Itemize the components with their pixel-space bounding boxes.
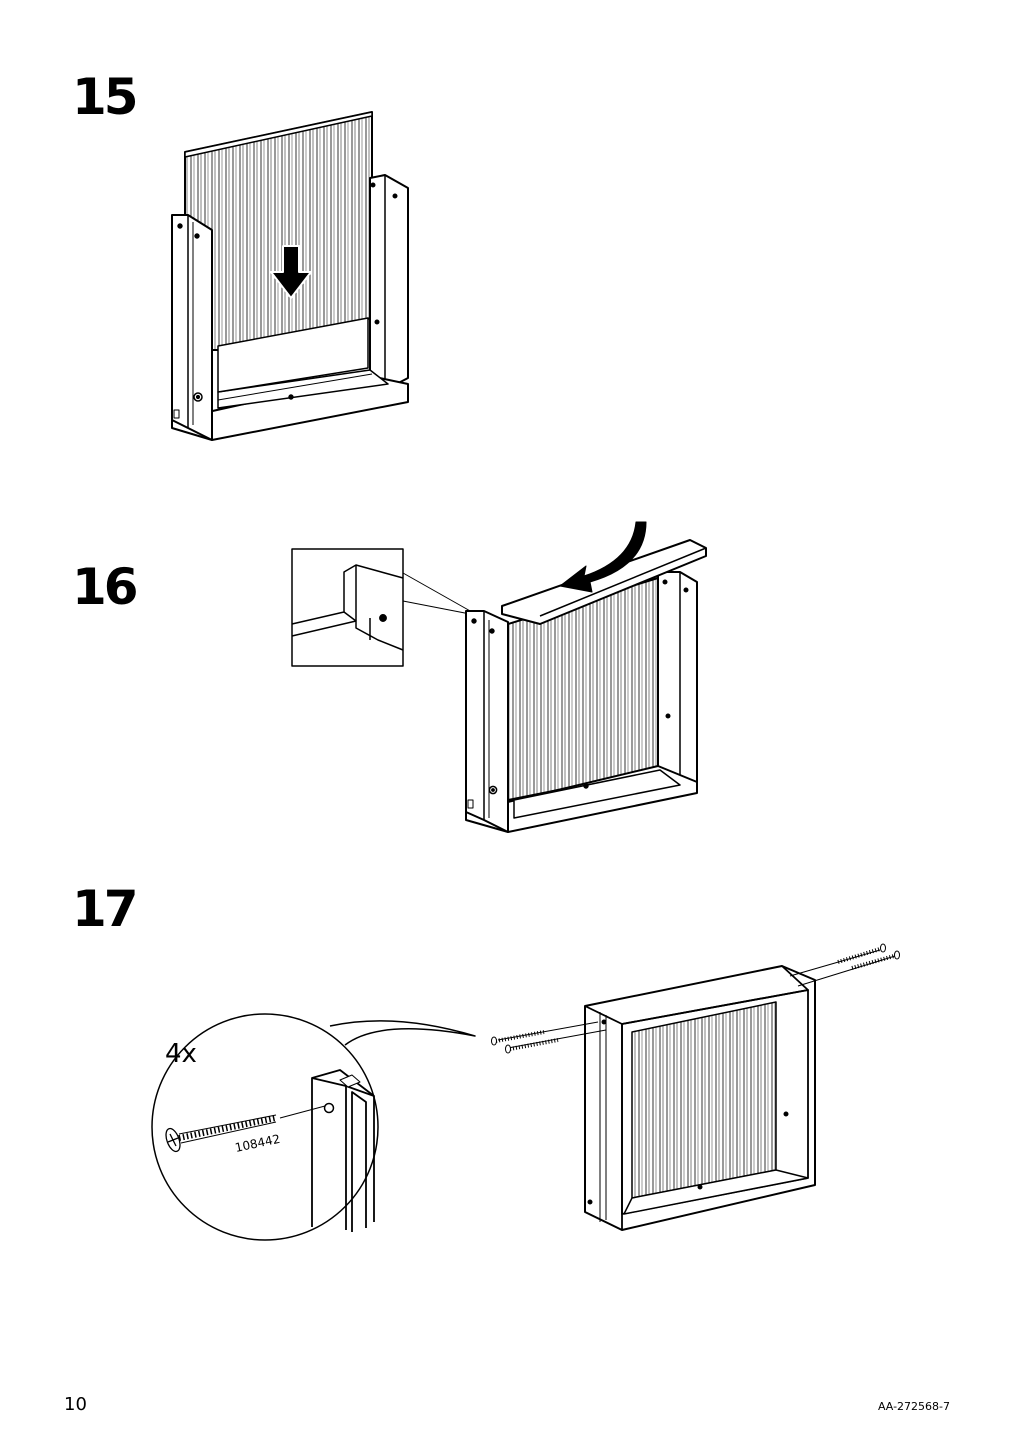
down-arrow-icon (270, 245, 312, 299)
screw-icon (491, 943, 900, 1054)
step-15-illustration (171, 111, 409, 441)
left-side-panel (171, 214, 213, 441)
document-id: AA-272568-7 (877, 1400, 950, 1413)
left-side-panel (465, 610, 509, 833)
top-panel (501, 539, 707, 625)
screw-icon (165, 1114, 277, 1153)
detail-callout (291, 548, 404, 667)
quantity-label: 4x (165, 1039, 197, 1069)
magnifier-detail (151, 1013, 379, 1241)
step-number-16: 16 (72, 558, 139, 616)
right-side-panel (369, 174, 409, 391)
curved-arrow-icon (559, 521, 647, 593)
right-side-panel (657, 571, 698, 796)
step-number-17: 17 (72, 880, 139, 938)
back-panel (631, 1001, 777, 1199)
page-number: 10 (64, 1394, 87, 1415)
step-17-illustration (151, 943, 900, 1241)
step-16-illustration (291, 521, 707, 833)
step-number-15: 15 (72, 68, 139, 126)
